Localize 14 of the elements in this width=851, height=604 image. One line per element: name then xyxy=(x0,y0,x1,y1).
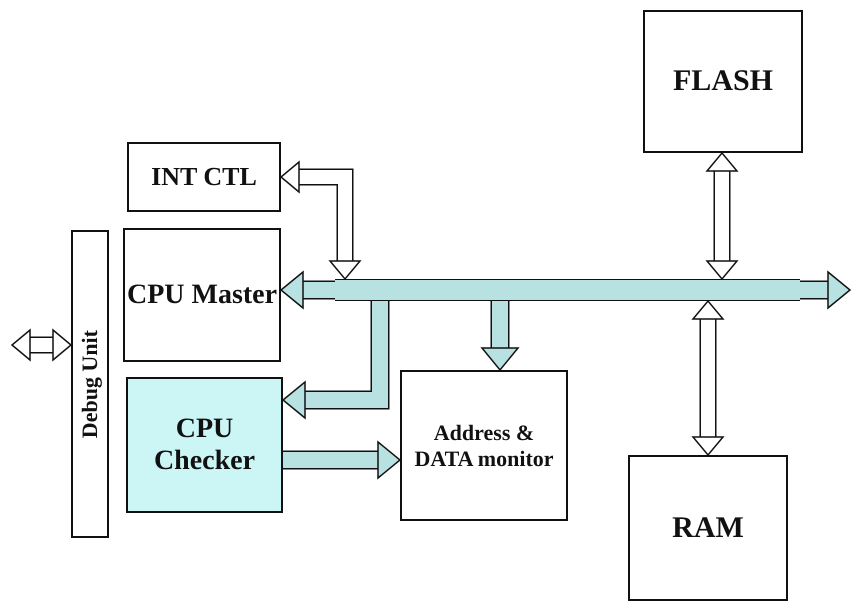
monitor-box xyxy=(400,370,568,521)
debug-unit-box xyxy=(71,230,109,538)
box-label: CPU Checker xyxy=(152,412,256,478)
cpu-master-box xyxy=(123,228,281,362)
flash-memory-box xyxy=(643,10,803,153)
box-label: INT CTL xyxy=(151,162,257,192)
box-label: FLASH xyxy=(672,64,774,99)
interrupt-controller-box xyxy=(127,142,281,212)
box-label: CPU Master xyxy=(126,278,278,312)
box-label: Debug Unit xyxy=(77,330,103,438)
box-label: RAM xyxy=(672,510,744,546)
cpu-checker-box xyxy=(126,377,283,513)
box-label: Address & DATA monitor xyxy=(413,420,555,471)
ram-box xyxy=(628,455,788,601)
